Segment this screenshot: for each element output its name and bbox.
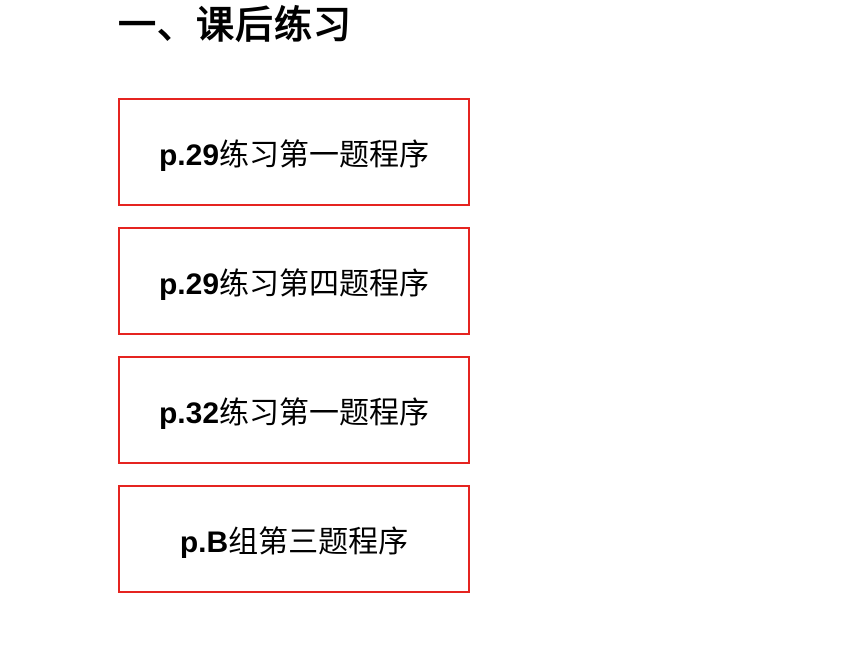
- exercise-link-p32-q1[interactable]: p.32练习第一题程序: [118, 356, 470, 464]
- exercise-link-label: p.32练习第一题程序: [159, 388, 429, 432]
- exercise-link-label: p.B组第三题程序: [180, 517, 408, 561]
- exercise-link-p29-q1[interactable]: p.29练习第一题程序: [118, 98, 470, 206]
- exercise-link-p29-q4[interactable]: p.29练习第四题程序: [118, 227, 470, 335]
- exercise-text: 练习第四题程序: [219, 267, 430, 302]
- page-code: p.B: [179, 526, 229, 559]
- page-code: p.29: [158, 139, 220, 172]
- slide-title: 一、课后练习: [118, 3, 353, 47]
- page-code: p.29: [158, 268, 220, 301]
- exercise-link-label: p.29练习第一题程序: [159, 130, 429, 174]
- page-code: p.32: [158, 397, 220, 430]
- exercise-link-label: p.29练习第四题程序: [159, 259, 429, 303]
- exercise-text: 练习第一题程序: [219, 138, 430, 173]
- exercise-link-group-b-q3[interactable]: p.B组第三题程序: [118, 485, 470, 593]
- exercise-text: 练习第一题程序: [219, 396, 430, 431]
- exercise-text: 组第三题程序: [228, 525, 409, 560]
